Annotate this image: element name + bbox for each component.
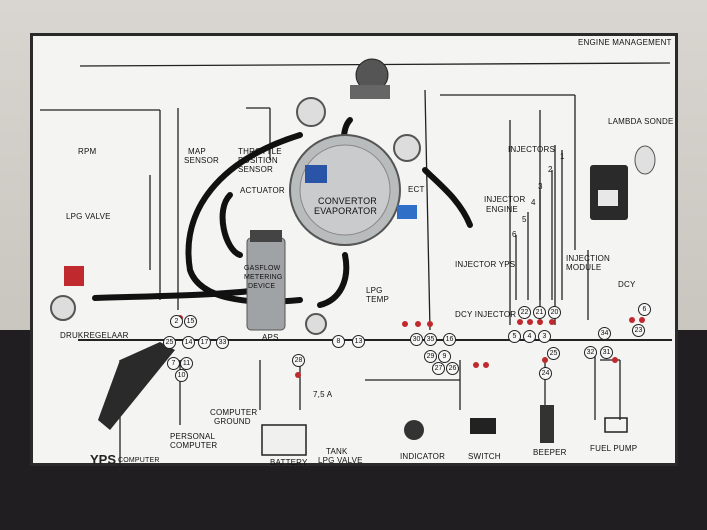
label-lambda: LAMBDA SONDE: [608, 117, 674, 126]
label-tank-valve: LPG VALVE: [318, 456, 363, 465]
terminal: 33: [216, 336, 229, 349]
label-tank: TANK: [326, 447, 348, 456]
terminal: 25: [547, 347, 560, 360]
terminal: 11: [180, 357, 193, 370]
terminal: 8: [332, 335, 345, 348]
terminal: 3: [538, 330, 551, 343]
terminal: 30: [410, 333, 423, 346]
label-fuel-pump: FUEL PUMP: [590, 444, 638, 453]
label-dcy-injector: DCY INJECTOR: [455, 310, 517, 319]
terminal: 4: [523, 330, 536, 343]
brand-suffix: COMPUTER: [118, 457, 160, 464]
label-fuse: 7,5 A: [313, 390, 333, 399]
label-actuator: ACTUATOR: [240, 186, 285, 195]
label-pc-1: PERSONAL: [170, 432, 216, 441]
label-injector-engine-1: INJECTOR: [484, 195, 526, 204]
label-map-2: SENSOR: [184, 156, 219, 165]
label-ground-2: GROUND: [214, 417, 251, 426]
label-injector-engine-2: ENGINE: [486, 205, 518, 214]
injector-number: 5: [522, 215, 527, 224]
terminal: 15: [184, 315, 197, 328]
terminal: 32: [584, 346, 597, 359]
injector-number: 6: [512, 230, 517, 239]
terminal: 7: [167, 357, 180, 370]
terminal: 10: [175, 369, 188, 382]
terminal: 29: [424, 350, 437, 363]
label-aps: APS: [262, 333, 279, 342]
label-gasflow-1: GASFLOW: [244, 265, 281, 272]
label-dcy: DCY: [618, 280, 636, 289]
injector-number: 2: [548, 165, 553, 174]
terminal: 16: [443, 333, 456, 346]
terminal: 14: [182, 336, 195, 349]
terminal: 31: [600, 346, 613, 359]
label-throttle-3: SENSOR: [238, 165, 273, 174]
label-rpm: RPM: [78, 147, 97, 156]
terminal: 13: [352, 335, 365, 348]
terminal: 35: [424, 333, 437, 346]
label-injectors: INJECTORS: [508, 145, 555, 154]
label-injection-1: INJECTION: [566, 254, 611, 263]
terminal: 23: [632, 324, 645, 337]
label-ground-1: COMPUTER: [210, 408, 258, 417]
terminal: 25: [163, 336, 176, 349]
label-injection-2: MODULE: [566, 263, 602, 272]
label-map-1: MAP: [188, 147, 206, 156]
label-lpg-temp-2: TEMP: [366, 295, 390, 304]
label-injector-yps: INJECTOR YPS: [455, 260, 516, 269]
label-pc-2: COMPUTER: [170, 441, 218, 450]
injector-number: 1: [560, 152, 565, 161]
label-lpg-temp-1: LPG: [366, 286, 383, 295]
terminal: 9: [438, 350, 451, 363]
terminal: 26: [446, 362, 459, 375]
injector-number: 3: [538, 182, 543, 191]
board-title: ENGINE MANAGEMENT: [578, 38, 672, 47]
label-gasflow-3: DEVICE: [248, 283, 276, 290]
label-drukregelaar: DRUKREGELAAR: [60, 331, 129, 340]
terminal: 5: [508, 330, 521, 343]
label-evaporator: EVAPORATOR: [314, 206, 378, 216]
terminal: 24: [539, 367, 552, 380]
label-lpg-valve: LPG VALVE: [66, 212, 111, 221]
injector-number: 4: [531, 198, 536, 207]
terminal: 17: [198, 336, 211, 349]
terminal: 6: [638, 303, 651, 316]
label-battery: BATTERY: [270, 458, 308, 467]
terminal: 22: [518, 306, 531, 319]
terminal: 27: [432, 362, 445, 375]
label-switch: SWITCH: [468, 452, 501, 461]
terminal: 2: [170, 315, 183, 328]
label-gasflow-2: METERING: [244, 274, 283, 281]
brand-logo: YPS: [90, 452, 117, 467]
label-ect: ECT: [408, 185, 425, 194]
label-beeper: BEEPER: [533, 448, 567, 457]
label-throttle-1: THROTTLE: [238, 147, 282, 156]
terminal: 21: [533, 306, 546, 319]
terminal: 20: [548, 306, 561, 319]
label-convertor: CONVERTOR: [318, 196, 377, 206]
label-throttle-2: POSITION: [238, 156, 278, 165]
label-indicator: INDICATOR: [400, 452, 446, 461]
terminal: 28: [292, 354, 305, 367]
terminal: 34: [598, 327, 611, 340]
